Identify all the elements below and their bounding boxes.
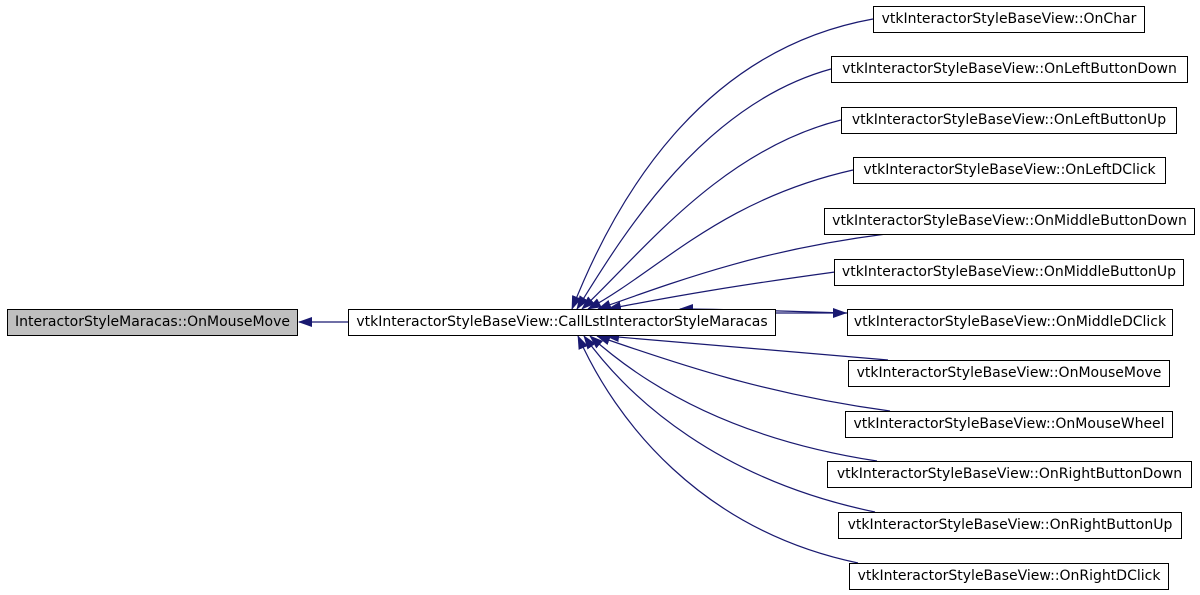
root-node: InteractorStyleMaracas::OnMouseMove (7, 309, 298, 336)
edge-onchar-to-hub (571, 18, 874, 310)
caller-node-on-right-dclick[interactable]: vtkInteractorStyleBaseView::OnRightDClic… (849, 563, 1169, 590)
caller-node-on-left-button-up[interactable]: vtkInteractorStyleBaseView::OnLeftButton… (841, 107, 1177, 134)
edge-onrightdclick-to-hub (577, 335, 859, 564)
caller-node-on-mouse-move[interactable]: vtkInteractorStyleBaseView::OnMouseMove (848, 360, 1170, 387)
edge-onleftbuttondown-to-hub (576, 68, 832, 310)
edge-onmiddlebuttonup-to-hub (607, 271, 836, 312)
caller-node-on-middle-button-down[interactable]: vtkInteractorStyleBaseView::OnMiddleButt… (824, 208, 1195, 235)
edge-onleftbuttonup-to-hub (581, 119, 842, 310)
edge-onleftdclick-to-hub (587, 169, 854, 310)
caller-node-on-mouse-wheel[interactable]: vtkInteractorStyleBaseView::OnMouseWheel (845, 411, 1173, 438)
caller-node-on-left-dclick[interactable]: vtkInteractorStyleBaseView::OnLeftDClick (853, 157, 1166, 184)
edge-onrightbuttondown-to-hub (589, 335, 878, 462)
caller-node-on-right-button-up[interactable]: vtkInteractorStyleBaseView::OnRightButto… (838, 512, 1182, 539)
edge-onmiddlebuttondown-to-hub (597, 233, 887, 310)
edge-onmousewheel-to-hub (596, 335, 891, 412)
caller-node-on-left-button-down[interactable]: vtkInteractorStyleBaseView::OnLeftButton… (831, 56, 1188, 83)
edge-onrightbuttonup-to-hub (583, 335, 876, 513)
caller-node-on-middle-button-up[interactable]: vtkInteractorStyleBaseView::OnMiddleButt… (834, 259, 1184, 286)
caller-node-on-right-button-down[interactable]: vtkInteractorStyleBaseView::OnRightButto… (827, 461, 1192, 488)
hub-node[interactable]: vtkInteractorStyleBaseView::CallLstInter… (348, 309, 776, 336)
caller-node-on-char[interactable]: vtkInteractorStyleBaseView::OnChar (873, 6, 1145, 33)
edge-onmousemove-to-hub (605, 332, 889, 361)
caller-node-on-middle-dclick[interactable]: vtkInteractorStyleBaseView::OnMiddleDCli… (847, 309, 1173, 336)
